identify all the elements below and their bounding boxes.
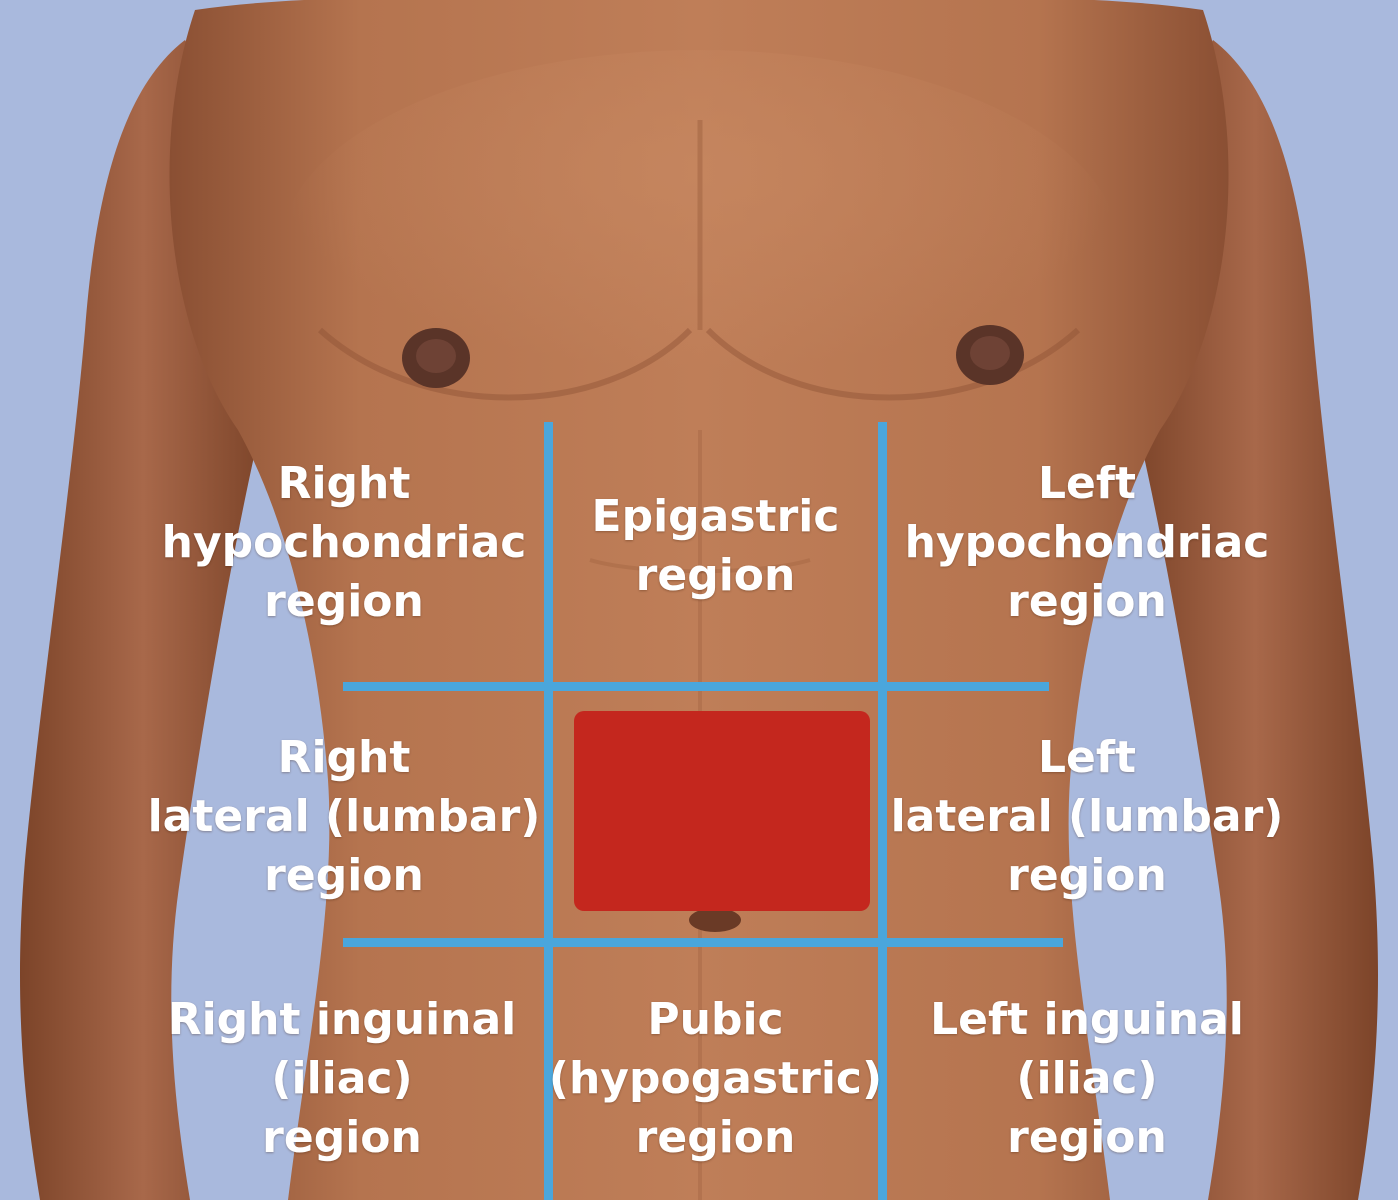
right-hypochondriac-label: Right hypochondriac region (161, 458, 527, 627)
left-lumbar-label: Left lateral (lumbar) region (890, 732, 1284, 901)
epigastric-label: Epigastric region (591, 491, 840, 601)
right-vertical-line (878, 422, 887, 1200)
upper-horizontal-line (343, 682, 1049, 691)
pubic-label: Pubic (hypogastric) region (548, 994, 883, 1163)
right-lumbar-label: Right lateral (lumbar) region (147, 732, 541, 901)
left-hypochondriac-label: Left hypochondriac region (904, 458, 1270, 627)
umbilical-region-highlight (574, 711, 870, 911)
left-vertical-line (544, 422, 553, 1200)
lower-horizontal-line (343, 938, 1063, 947)
left-inguinal-label: Left inguinal (iliac) region (930, 994, 1244, 1163)
right-inguinal-label: Right inguinal (iliac) region (167, 994, 517, 1163)
